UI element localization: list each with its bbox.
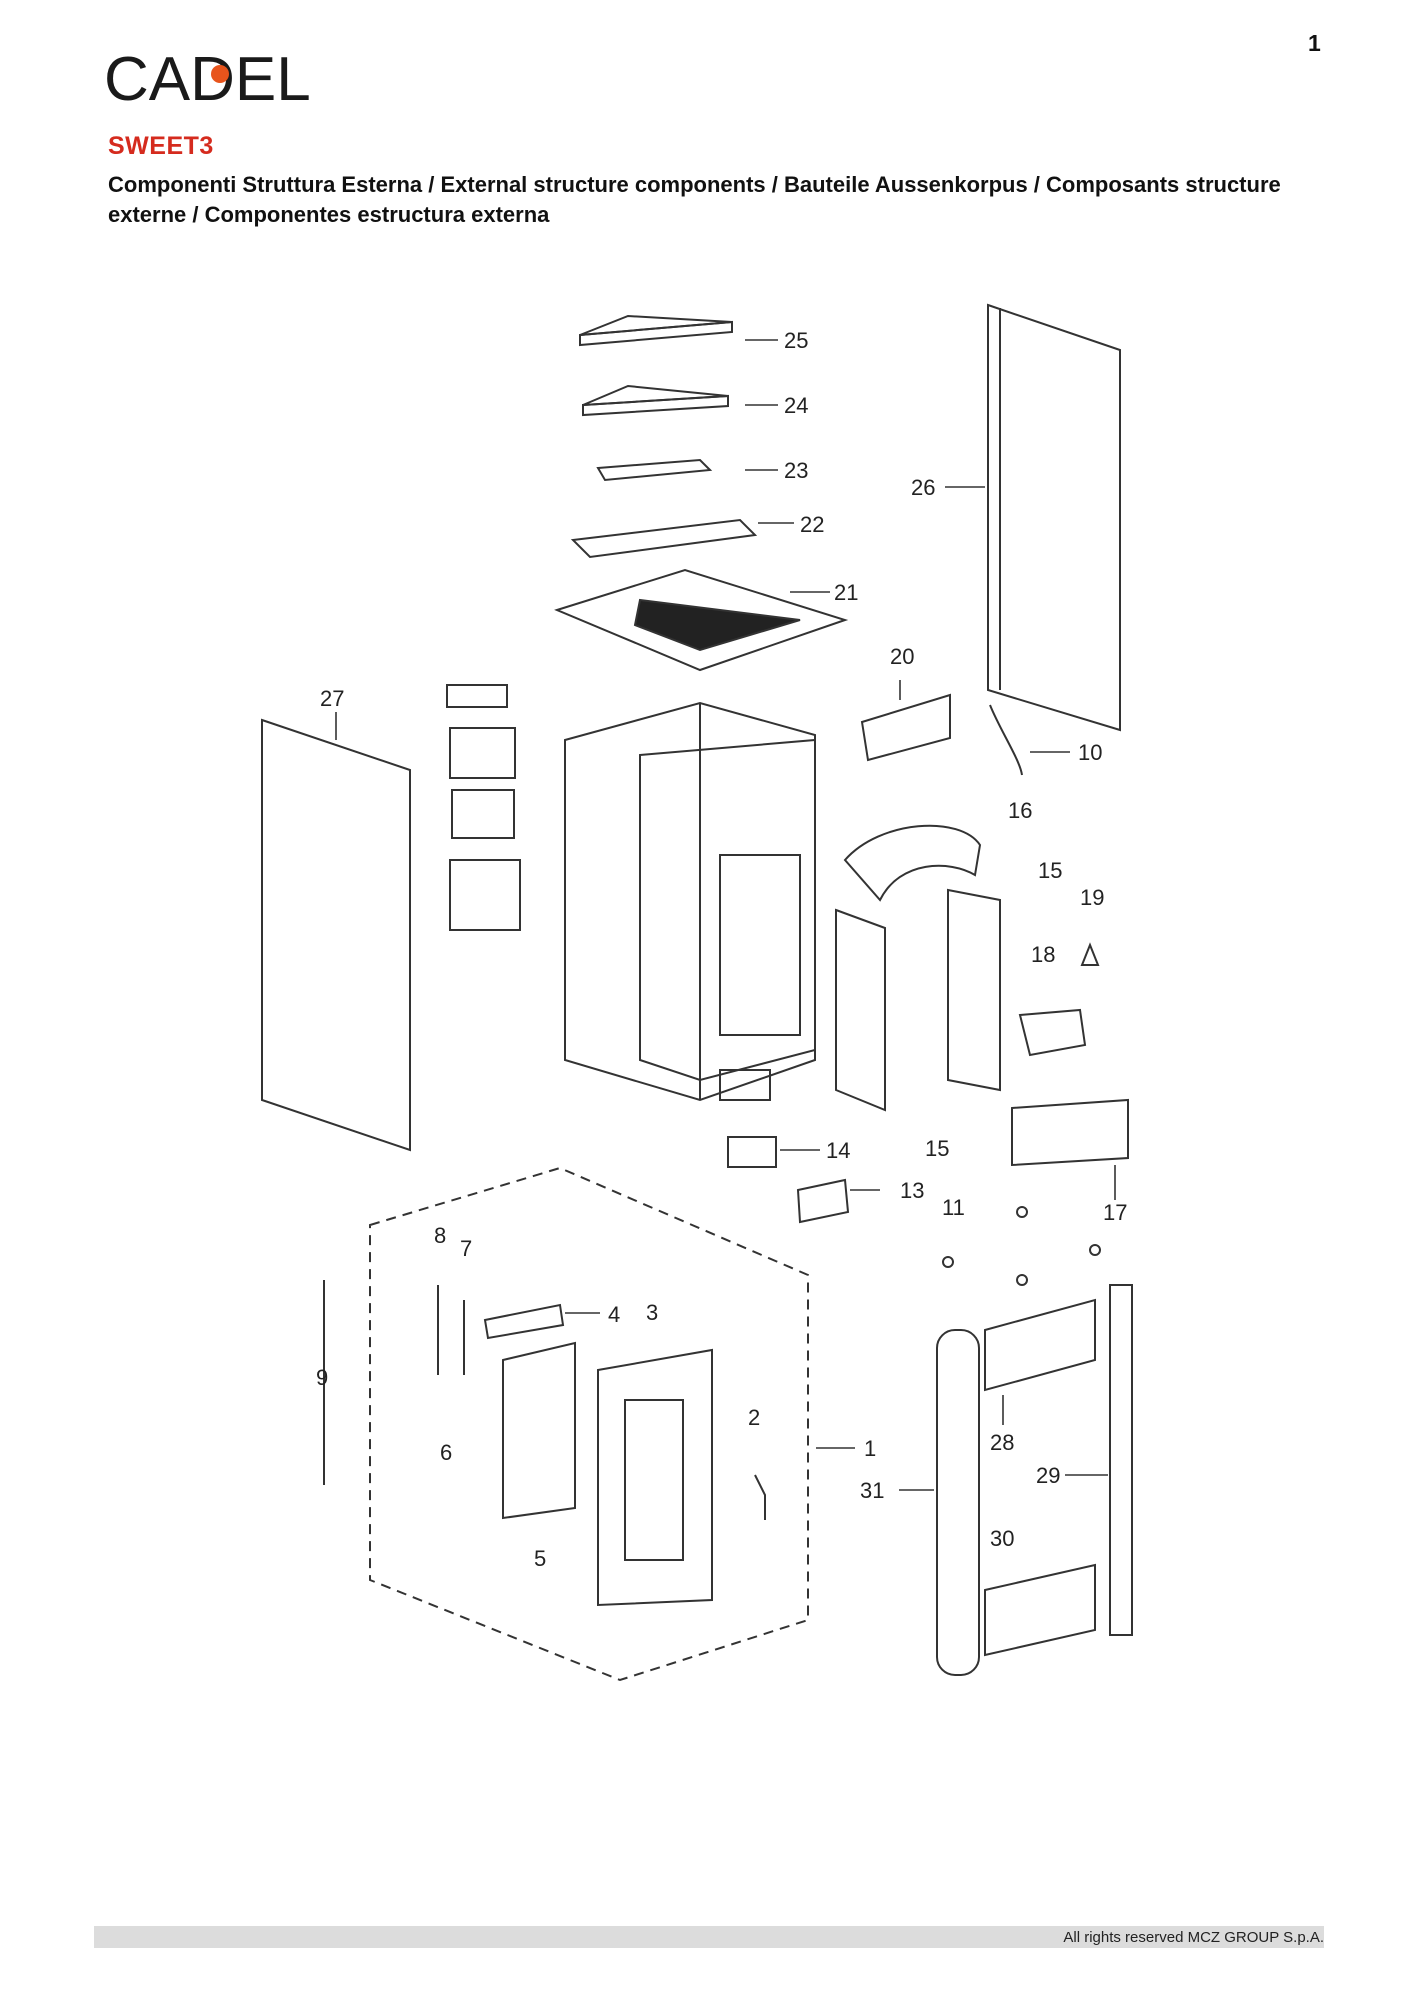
part-21-grille — [554, 568, 849, 672]
door-assembly-outline — [369, 1166, 809, 1682]
callout-4: 4 — [608, 1302, 620, 1327]
part-23-gasket — [596, 458, 713, 482]
callout-31: 31 — [860, 1478, 884, 1503]
callout-15-lower: 15 — [925, 1136, 949, 1161]
part-15-panel — [947, 888, 1001, 1092]
callout-8: 8 — [434, 1223, 446, 1248]
callout-5: 5 — [534, 1546, 546, 1571]
part-24-frame — [582, 394, 729, 417]
part-27-side-panel — [261, 718, 411, 1152]
part-29-column — [1109, 1284, 1133, 1636]
callout-30: 30 — [990, 1526, 1014, 1551]
part-13-plate — [796, 1178, 850, 1224]
part-5-glass — [502, 1341, 576, 1520]
page-number: 1 — [1308, 30, 1321, 56]
part-3-door — [597, 1348, 713, 1607]
part-18-basket — [1018, 1008, 1087, 1057]
callout-2: 2 — [748, 1405, 760, 1430]
callout-26: 26 — [911, 475, 935, 500]
footer-copyright: All rights reserved MCZ GROUP S.p.A. — [1063, 1929, 1324, 1946]
part-30-panel — [984, 1563, 1096, 1657]
leader-lines — [335, 339, 1116, 1491]
part-4-handle — [483, 1303, 565, 1340]
callout-14: 14 — [826, 1138, 850, 1163]
callout-23: 23 — [784, 458, 808, 483]
model-title: SWEET3 — [108, 132, 214, 160]
callout-10: 10 — [1078, 740, 1102, 765]
callout-21: 21 — [834, 580, 858, 605]
part-16-cover — [843, 824, 982, 902]
callout-25: 25 — [784, 328, 808, 353]
callout-3: 3 — [646, 1300, 658, 1325]
callout-19: 19 — [1080, 885, 1104, 910]
part-control-cover — [449, 727, 516, 779]
part-22-plate — [570, 518, 758, 559]
callout-6: 6 — [440, 1440, 452, 1465]
callout-17: 17 — [1103, 1200, 1127, 1225]
callout-16: 16 — [1008, 798, 1032, 823]
callout-1: 1 — [864, 1436, 876, 1461]
brand-wordmark: CADEL — [104, 45, 311, 110]
part-11-feet — [942, 1206, 1101, 1286]
part-19-clip — [1080, 942, 1100, 966]
callout-24: 24 — [784, 393, 808, 418]
brand-logo: CADEL — [104, 45, 311, 110]
callout-22: 22 — [800, 512, 824, 537]
part-31-column — [936, 1329, 980, 1676]
callout-15-upper: 15 — [1038, 858, 1062, 883]
callout-11: 11 — [942, 1195, 965, 1220]
part-control-box — [449, 859, 521, 931]
part-2-latch — [754, 1474, 766, 1520]
footer-bar — [94, 1926, 1324, 1948]
stove-body — [564, 701, 816, 1102]
callout-18: 18 — [1031, 942, 1055, 967]
callout-13: 13 — [900, 1178, 924, 1203]
part-15-panel-b — [835, 908, 886, 1112]
part-17-box — [1011, 1098, 1129, 1167]
callout-27: 27 — [320, 686, 344, 711]
brand-dot-icon — [211, 65, 229, 83]
callout-28: 28 — [990, 1430, 1014, 1455]
callout-29: 29 — [1036, 1463, 1060, 1488]
callout-20: 20 — [890, 644, 914, 669]
part-20-bracket — [860, 693, 951, 762]
page-subtitle: Componenti Struttura Esterna / External … — [108, 172, 1281, 227]
part-26-side-panel — [987, 303, 1121, 732]
callout-9: 9 — [316, 1365, 328, 1390]
part-control-display — [446, 684, 508, 708]
part-control-plate — [451, 789, 515, 839]
part-28-panel — [984, 1298, 1096, 1392]
part-14-plate — [727, 1136, 777, 1168]
callout-7: 7 — [460, 1236, 472, 1261]
part-10-wire — [989, 704, 1023, 776]
